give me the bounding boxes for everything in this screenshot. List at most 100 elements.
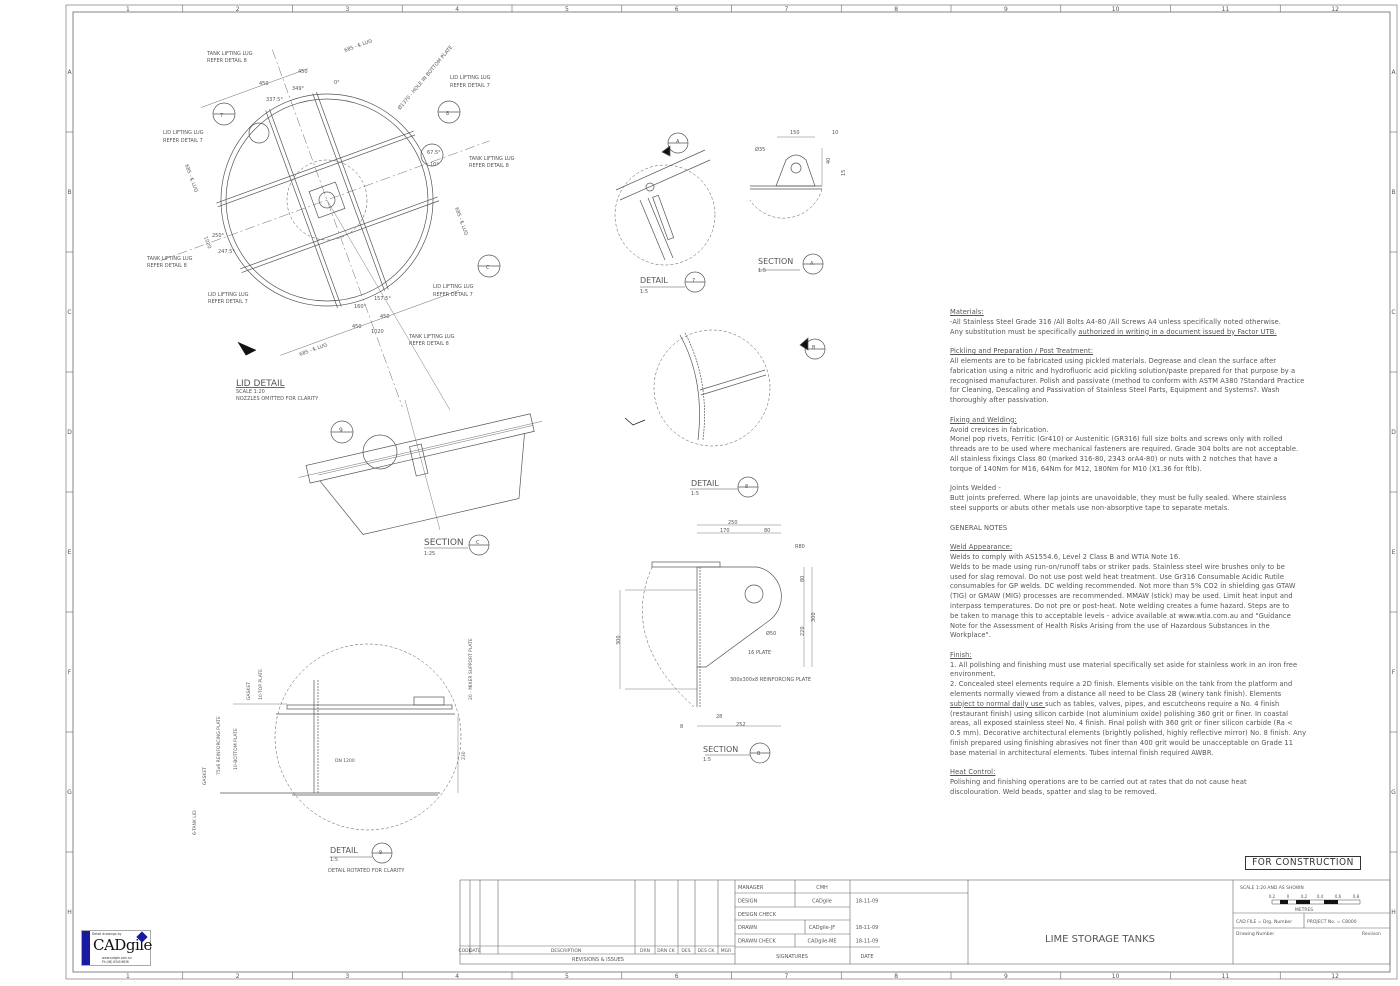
svg-text:TANK LIFTING LUG: TANK LIFTING LUG [468, 156, 515, 162]
row-label: B [67, 189, 71, 196]
section-b-view [619, 524, 813, 764]
svg-text:8: 8 [680, 724, 683, 730]
svg-text:1:5: 1:5 [640, 289, 648, 295]
note-heading: Fixing and Welding: [950, 414, 1017, 424]
note-line: (TIG) or GMAW (MIG) processes are recomm… [950, 591, 1293, 601]
svg-text:8: 8 [745, 484, 748, 490]
row-label: F [68, 669, 72, 676]
scale-tick: 0.2 [1301, 894, 1308, 899]
note-line: All elements are to be fabricated using … [950, 355, 1277, 365]
signature-name: CADgile [812, 898, 832, 904]
svg-text:Ø1370 - HOLE IN BOTTOM PLATE: Ø1370 - HOLE IN BOTTOM PLATE [396, 44, 454, 111]
note-line: 2. Concealed steel elements require a 2D… [950, 679, 1293, 689]
note-section: Fixing and Welding:Avoid crevices in fab… [950, 415, 1350, 474]
revision-header: DATE [469, 948, 481, 954]
column-label: 10 [1112, 973, 1120, 980]
revision-header: DRN [640, 948, 650, 954]
svg-text:1:5: 1:5 [330, 857, 338, 863]
note-line: Avoid crevices in fabrication. [950, 424, 1049, 434]
svg-text:9: 9 [379, 850, 382, 856]
svg-text:10°: 10° [430, 162, 439, 168]
svg-text:LID LIFTING LUG: LID LIFTING LUG [450, 75, 491, 81]
svg-text:300x300x8 REINFORCING PLATE: 300x300x8 REINFORCING PLATE [730, 677, 811, 683]
section-a-labels: 150 10 Ø35 40 15 SECTION 1:5 A [755, 130, 847, 274]
svg-text:685 - ℄ LUG: 685 - ℄ LUG [183, 164, 199, 194]
svg-text:REFER DETAIL 8: REFER DETAIL 8 [207, 58, 247, 64]
row-label: D [1391, 429, 1396, 436]
column-label: 3 [345, 6, 349, 13]
note-line: steel supports or abuts other metals use… [950, 502, 1230, 512]
svg-text:685 - ℄ LUG: 685 - ℄ LUG [344, 38, 374, 54]
detail-9-view [220, 643, 462, 864]
signatures-label: SIGNATURES [776, 954, 808, 960]
revision-header: DRN CK [657, 948, 676, 954]
svg-text:170: 170 [720, 528, 730, 534]
svg-text:337.5°: 337.5° [266, 97, 283, 103]
cadgile-logo: Detail drawings by CADgile www.cadgile.c… [81, 930, 152, 966]
column-label: 9 [1004, 6, 1008, 13]
note-line: torque of 140Nm for M16, 64Nm for M12, 1… [950, 463, 1202, 473]
svg-text:R80: R80 [795, 544, 805, 550]
note-line: Monel pop rivets, Ferritic (Gr410) or Au… [950, 434, 1283, 444]
row-label: G [1391, 789, 1396, 796]
column-label: 2 [236, 973, 240, 980]
scale-tick: 0.8 [1353, 894, 1360, 899]
svg-text:1:5: 1:5 [758, 268, 766, 274]
note-section: Finish:1. All polishing and finishing mu… [950, 650, 1350, 758]
revision-header: DES [681, 948, 690, 954]
svg-text:SECTION: SECTION [703, 745, 738, 754]
note-heading: Heat Control: [950, 767, 996, 777]
svg-text:349°: 349° [292, 86, 305, 92]
svg-text:SECTION: SECTION [424, 538, 464, 548]
svg-text:REFER DETAIL 7: REFER DETAIL 7 [433, 292, 473, 298]
svg-text:40: 40 [826, 158, 832, 164]
svg-text:1020: 1020 [371, 329, 384, 335]
note-heading: Joints Welded - [950, 483, 1001, 493]
note-line: 1. All polishing and finishing must use … [950, 659, 1298, 669]
note-line: for Cleaning, Descaling and Passivation … [950, 385, 1280, 395]
svg-text:252: 252 [736, 722, 746, 728]
svg-text:TANK LIFTING LUG: TANK LIFTING LUG [206, 51, 253, 57]
column-label: 12 [1331, 973, 1339, 980]
svg-text:DETAIL: DETAIL [330, 846, 358, 855]
svg-text:REFER DETAIL 7: REFER DETAIL 7 [450, 83, 490, 89]
signature-role: DESIGN CHECK [738, 912, 777, 918]
svg-text:450: 450 [298, 69, 308, 75]
svg-text:1:25: 1:25 [424, 551, 435, 557]
svg-text:REFER DETAIL 7: REFER DETAIL 7 [163, 138, 203, 144]
svg-text:150: 150 [790, 130, 800, 136]
row-label: B [1391, 189, 1395, 196]
column-label: 4 [455, 973, 459, 980]
svg-text:DETAIL: DETAIL [640, 276, 668, 285]
note-line: Any substitution must be specifically au… [950, 327, 1350, 337]
svg-text:9: 9 [339, 427, 343, 434]
note-line: fabrication using a nitric and hydrofluo… [950, 365, 1296, 375]
svg-text:A: A [810, 261, 814, 267]
column-label: 8 [894, 6, 898, 13]
svg-text:TANK LIFTING LUG: TANK LIFTING LUG [408, 334, 455, 340]
svg-text:247.5°: 247.5° [218, 249, 235, 255]
svg-text:10: 10 [832, 130, 838, 136]
note-line: base material in architectural elements.… [950, 747, 1214, 757]
svg-text:DETAIL ROTATED FOR CLARITY: DETAIL ROTATED FOR CLARITY [328, 868, 405, 874]
note-line: (restaurant finish) using silicon carbid… [950, 708, 1289, 718]
row-label: F [1392, 669, 1396, 676]
scale-text: SCALE 1:20 AND AS SHOWN [1240, 885, 1304, 891]
revision-header: DES CK [698, 948, 716, 954]
note-section: Joints Welded -Butt joints preferred. Wh… [950, 483, 1350, 512]
svg-text:Ø50: Ø50 [766, 630, 776, 637]
note-line: Note for the Assessment of Health Risks … [950, 620, 1270, 630]
svg-text:300: 300 [811, 612, 817, 622]
svg-text:GASKET: GASKET [246, 682, 252, 700]
column-label: 7 [784, 6, 788, 13]
signature-role: DESIGN [738, 898, 758, 904]
for-construction-stamp: FOR CONSTRUCTION [1245, 856, 1361, 870]
signature-name: CADgile-ME [807, 939, 836, 945]
column-label: 11 [1222, 973, 1230, 980]
svg-text:NOZZLES OMITTED FOR CLARITY: NOZZLES OMITTED FOR CLARITY [236, 396, 319, 402]
lid-detail-labels: TANK LIFTING LUG REFER DETAIL 8 LID LIFT… [146, 38, 515, 402]
column-label: 5 [565, 973, 569, 980]
signature-role: DRAWN CHECK [738, 939, 776, 945]
